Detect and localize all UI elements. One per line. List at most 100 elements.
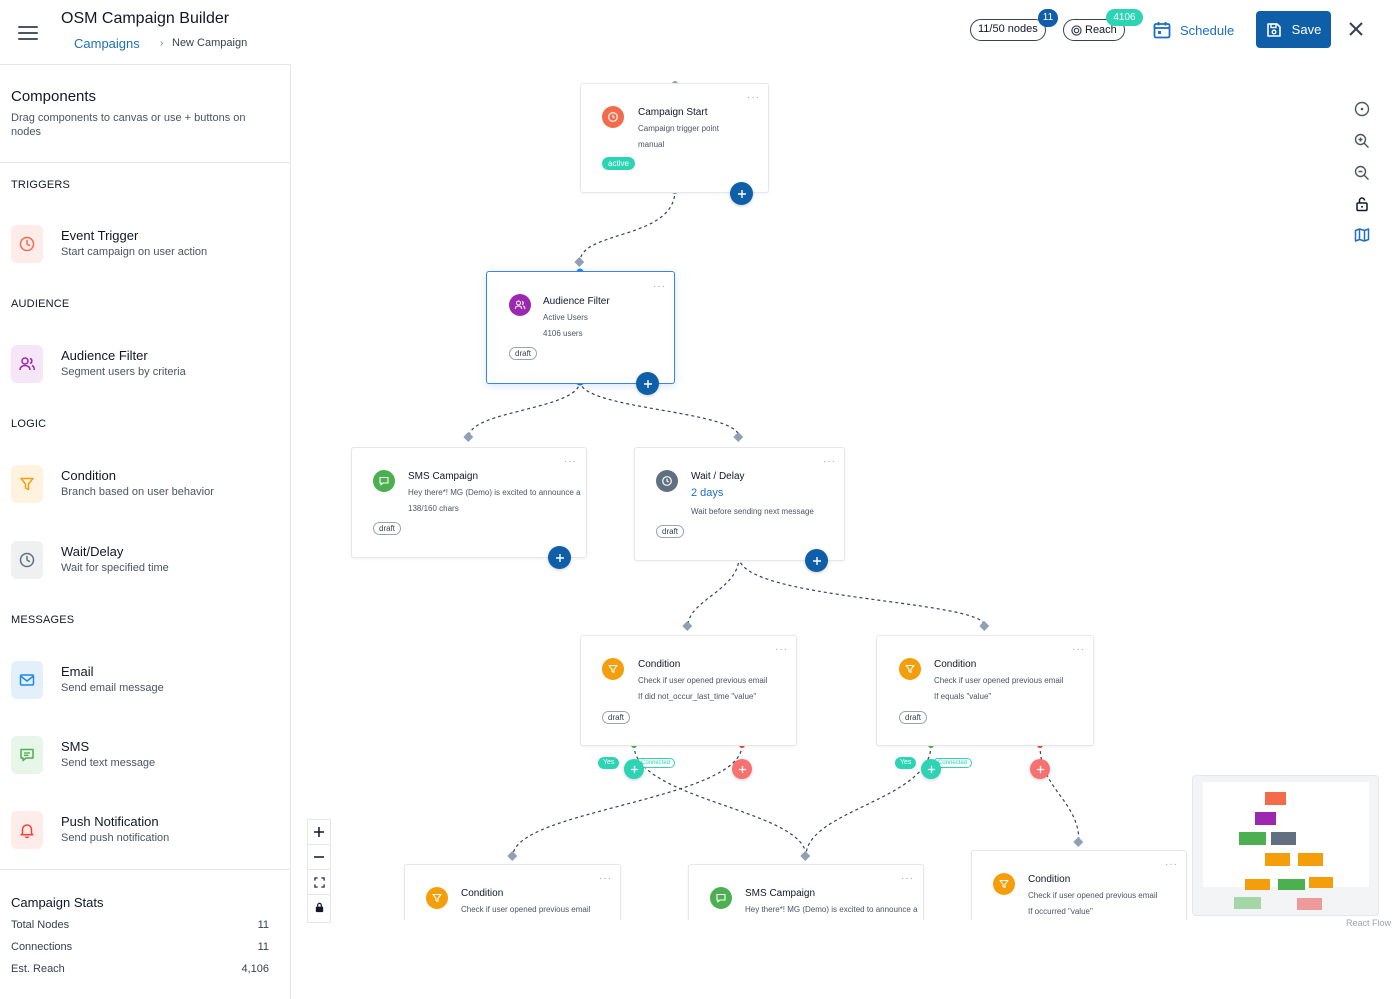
- node-count-pill: 11/50 nodes: [970, 19, 1046, 41]
- stat-value: 11: [257, 919, 269, 931]
- add-yes-branch-button[interactable]: [624, 759, 644, 779]
- stat-connections: Connections 11: [11, 941, 269, 953]
- add-node-button[interactable]: [548, 546, 571, 569]
- minus-icon: [314, 856, 324, 858]
- node-sms-campaign[interactable]: ··· SMS Campaign Hey there*! MG (Demo) i…: [688, 864, 924, 920]
- yes-branch-label: Yes: [598, 757, 620, 769]
- component-condition[interactable]: Condition Branch based on user behavior: [11, 465, 281, 505]
- edge-cond1-cond3: [512, 744, 743, 857]
- yes-branch-label: Yes: [895, 757, 917, 769]
- node-menu-icon[interactable]: ···: [653, 281, 666, 292]
- app-title: OSM Campaign Builder: [61, 10, 230, 27]
- node-line: Check if user opened previous email: [934, 676, 1064, 685]
- message-icon: [710, 887, 732, 909]
- close-icon[interactable]: [1347, 20, 1365, 38]
- component-email[interactable]: Email Send email message: [11, 661, 281, 701]
- sidebar-title: Components: [11, 88, 97, 105]
- minimap[interactable]: [1192, 775, 1379, 916]
- zoom-in-button[interactable]: [308, 820, 330, 845]
- fit-view-icon: [313, 876, 325, 888]
- component-sms[interactable]: SMS Send text message: [11, 736, 281, 776]
- node-title: Condition: [1028, 874, 1071, 885]
- node-title: Wait / Delay: [691, 471, 745, 482]
- add-node-button[interactable]: [805, 549, 828, 572]
- handle-diamond[interactable]: [800, 851, 811, 861]
- react-flow-attribution[interactable]: React Flow: [1346, 918, 1392, 928]
- schedule-button[interactable]: Schedule: [1152, 19, 1234, 41]
- minimap-node: [1255, 812, 1276, 825]
- map-icon[interactable]: [1353, 226, 1371, 244]
- node-campaign-start[interactable]: ··· Campaign Start Campaign trigger poin…: [580, 83, 769, 193]
- zoom-out-icon[interactable]: [1353, 164, 1371, 182]
- plus-icon: [927, 765, 935, 773]
- lock-icon[interactable]: [1353, 195, 1371, 213]
- component-event-trigger[interactable]: Event Trigger Start campaign on user act…: [11, 225, 281, 265]
- menu-icon[interactable]: [18, 26, 38, 42]
- add-node-button[interactable]: [636, 372, 659, 395]
- node-menu-icon[interactable]: ···: [564, 456, 577, 467]
- components-sidebar: Components Drag components to canvas or …: [0, 64, 291, 999]
- save-button[interactable]: Save: [1256, 11, 1331, 48]
- mail-icon: [11, 661, 43, 699]
- node-audience-filter[interactable]: ··· Audience Filter Active Users 4106 us…: [486, 271, 675, 384]
- node-menu-icon[interactable]: ···: [1165, 859, 1178, 870]
- handle-diamond[interactable]: [463, 432, 474, 442]
- add-yes-branch-button[interactable]: [921, 759, 941, 779]
- handle-diamond[interactable]: [1073, 837, 1084, 847]
- target-icon[interactable]: [1353, 100, 1371, 118]
- node-wait-delay[interactable]: ··· Wait / Delay 2 days Wait before send…: [634, 447, 845, 561]
- component-audience-filter[interactable]: Audience Filter Segment users by criteri…: [11, 345, 281, 385]
- zoom-out-button[interactable]: [308, 845, 330, 870]
- add-node-button[interactable]: [730, 182, 753, 205]
- minimap-node: [1297, 898, 1322, 910]
- node-condition[interactable]: ··· Condition Check if user opened previ…: [971, 850, 1187, 920]
- bell-icon: [11, 811, 43, 849]
- handle-diamond[interactable]: [507, 851, 518, 861]
- sidebar-divider: [0, 869, 290, 870]
- fit-view-button[interactable]: [308, 870, 330, 895]
- handle-diamond[interactable]: [979, 621, 990, 631]
- node-line: Check if user opened previous email: [1028, 891, 1158, 900]
- plus-icon: [812, 556, 821, 565]
- edge-cond2-cond4: [1039, 744, 1080, 843]
- node-condition[interactable]: ··· Condition Check if user opened previ…: [404, 864, 621, 920]
- node-line: If occurred "value": [1028, 907, 1093, 916]
- node-condition[interactable]: ··· Condition Check if user opened previ…: [580, 635, 797, 746]
- top-bar: OSM Campaign Builder Campaigns › New Cam…: [0, 0, 1397, 64]
- target-icon: [1071, 24, 1082, 36]
- node-menu-icon[interactable]: ···: [901, 873, 914, 884]
- breadcrumb-current: New Campaign: [172, 37, 248, 49]
- lock-button[interactable]: [308, 895, 330, 920]
- breadcrumb-campaigns[interactable]: Campaigns: [74, 36, 140, 51]
- clock-icon: [11, 541, 43, 579]
- add-no-branch-button[interactable]: [1030, 759, 1050, 779]
- node-menu-icon[interactable]: ···: [599, 873, 612, 884]
- minimap-node: [1239, 832, 1266, 845]
- plus-icon: [555, 553, 564, 562]
- node-menu-icon[interactable]: ···: [775, 644, 788, 655]
- sidebar-divider: [0, 162, 290, 163]
- component-name: Email: [61, 664, 94, 679]
- node-sms-campaign[interactable]: ··· SMS Campaign Hey there*! MG (Demo) i…: [351, 447, 587, 558]
- component-wait-delay[interactable]: Wait/Delay Wait for specified time: [11, 541, 281, 581]
- stat-label: Est. Reach: [11, 963, 65, 975]
- section-logic: LOGIC: [11, 418, 47, 430]
- component-desc: Send email message: [61, 682, 164, 694]
- node-menu-icon[interactable]: ···: [1072, 644, 1085, 655]
- edge-wait-cond2: [738, 556, 986, 627]
- plus-icon: [737, 189, 746, 198]
- status-badge: draft: [602, 711, 631, 724]
- save-label: Save: [1291, 22, 1322, 37]
- plus-icon: [643, 379, 652, 388]
- node-menu-icon[interactable]: ···: [823, 456, 836, 467]
- minimap-node: [1234, 897, 1261, 909]
- node-condition[interactable]: ··· Condition Check if user opened previ…: [876, 635, 1094, 746]
- component-push-notification[interactable]: Push Notification Send push notification: [11, 811, 281, 851]
- node-menu-icon[interactable]: ···: [747, 92, 760, 103]
- handle-diamond[interactable]: [682, 621, 693, 631]
- add-no-branch-button[interactable]: [732, 759, 752, 779]
- breadcrumb-separator: ›: [160, 38, 164, 49]
- zoom-in-icon[interactable]: [1353, 132, 1371, 150]
- filter-icon: [602, 658, 624, 680]
- component-name: Condition: [61, 468, 116, 483]
